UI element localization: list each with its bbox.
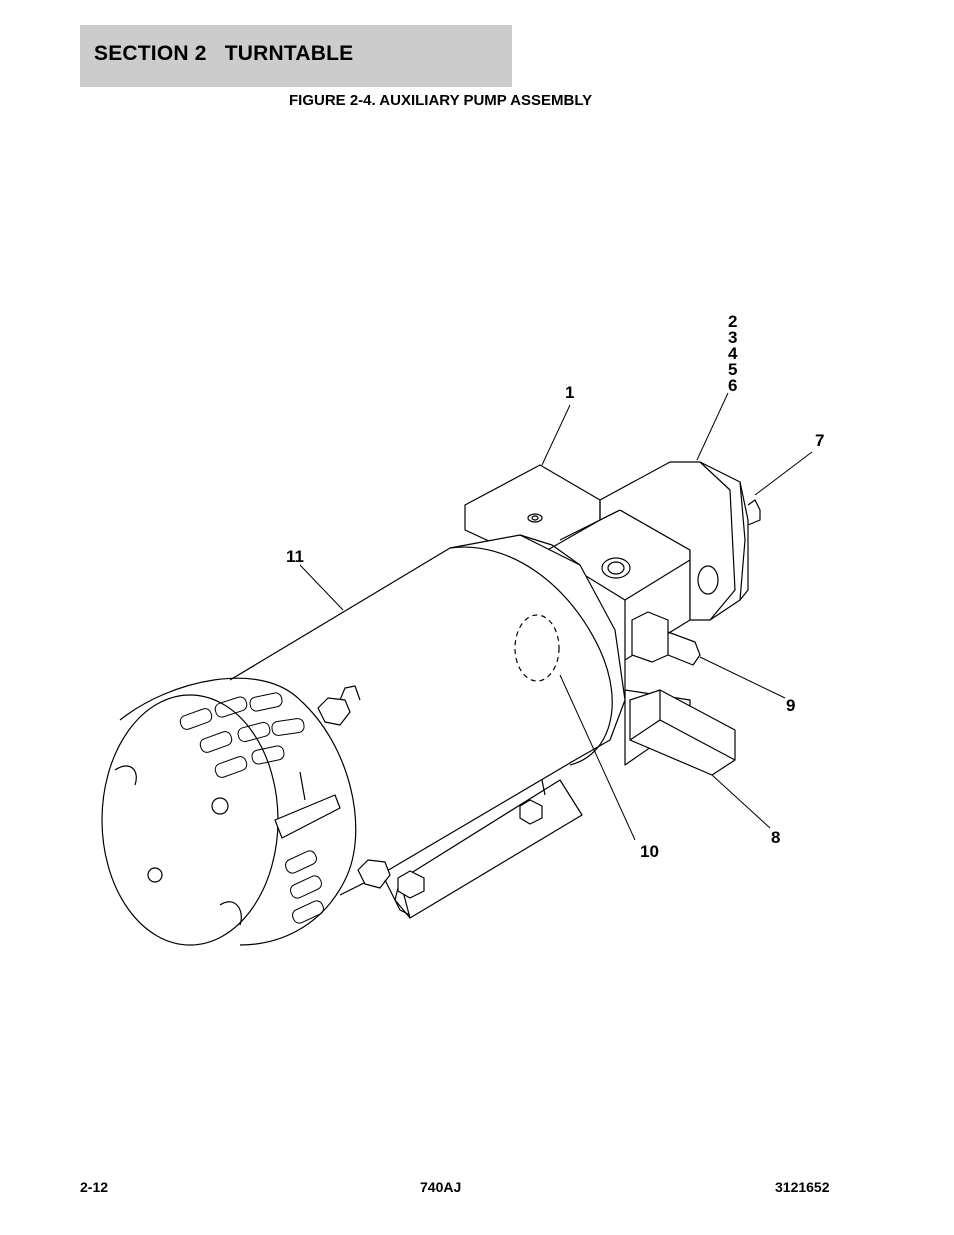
callout-2: 2 — [728, 312, 738, 331]
callout-9: 9 — [786, 696, 796, 715]
terminal-studs — [317, 685, 411, 916]
model-number: 740AJ — [420, 1179, 462, 1195]
fitting-9 — [631, 611, 701, 666]
callout-4: 4 — [728, 344, 738, 363]
callout-8: 8 — [771, 828, 781, 847]
motor-body — [229, 534, 626, 896]
figure-caption: FIGURE 2-4. AUXILIARY PUMP ASSEMBLY — [289, 92, 593, 109]
callout-5: 5 — [728, 360, 738, 379]
manual-part-number: 3121652 — [775, 1179, 830, 1195]
callout-10: 10 — [640, 842, 659, 861]
callout-3: 3 — [728, 328, 738, 347]
section-header: SECTION 2 TURNTABLE — [80, 25, 512, 87]
callout-6: 6 — [728, 376, 738, 395]
callout-7: 7 — [815, 431, 825, 450]
callout-11: 11 — [286, 547, 304, 566]
relief-valve-8 — [629, 689, 736, 776]
page-number: 2-12 — [80, 1179, 109, 1195]
leader-lines — [299, 392, 813, 841]
gear-pump — [599, 461, 761, 621]
callout-1: 1 — [565, 383, 575, 402]
pump-block — [464, 464, 691, 766]
section-title: SECTION 2 TURNTABLE — [94, 42, 354, 65]
motor-end-cap — [101, 677, 357, 946]
